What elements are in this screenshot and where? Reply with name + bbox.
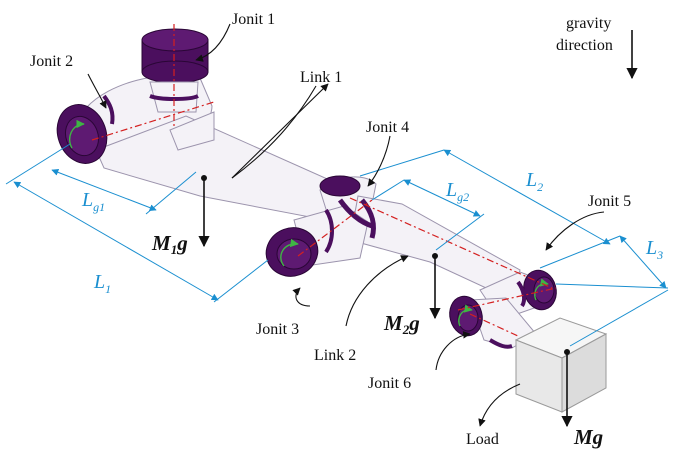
label-joint-2: Jonit 2 bbox=[30, 53, 73, 70]
joint-1-actuator bbox=[141, 28, 209, 113]
link-1-body bbox=[85, 75, 353, 223]
label-joint-4: Jonit 4 bbox=[366, 119, 409, 136]
label-load: Load bbox=[466, 431, 499, 448]
label-joint-6: Jonit 6 bbox=[368, 375, 411, 392]
force-m2g: M2g bbox=[383, 311, 420, 337]
joint-4-actuator bbox=[319, 175, 377, 239]
dimension-lines bbox=[5, 143, 669, 347]
label-joint-3: Jonit 3 bbox=[256, 321, 299, 338]
label-joint-5: Jonit 5 bbox=[588, 193, 631, 210]
label-link-2: Link 2 bbox=[314, 347, 356, 364]
label-gravity-2: direction bbox=[556, 37, 613, 54]
link-2-body bbox=[293, 176, 521, 301]
joint-5-actuator bbox=[516, 269, 557, 311]
load-cube bbox=[514, 317, 608, 413]
dim-lg1: Lg1 bbox=[81, 189, 105, 214]
label-link-1: Link 1 bbox=[300, 69, 342, 86]
label-joint-1: Jonit 1 bbox=[232, 11, 275, 28]
force-m1g: M1g bbox=[151, 231, 188, 257]
label-gravity-1: gravity bbox=[566, 15, 611, 32]
force-mg: Mg bbox=[573, 425, 603, 449]
dim-lg2: Lg2 bbox=[445, 179, 469, 204]
leader-lines bbox=[87, 23, 605, 427]
dim-l3: L3 bbox=[645, 237, 663, 262]
joint-2-actuator bbox=[56, 94, 115, 164]
dim-l2: L2 bbox=[525, 169, 543, 194]
dim-l1: L1 bbox=[93, 271, 111, 296]
joint-6-actuator bbox=[449, 295, 513, 349]
